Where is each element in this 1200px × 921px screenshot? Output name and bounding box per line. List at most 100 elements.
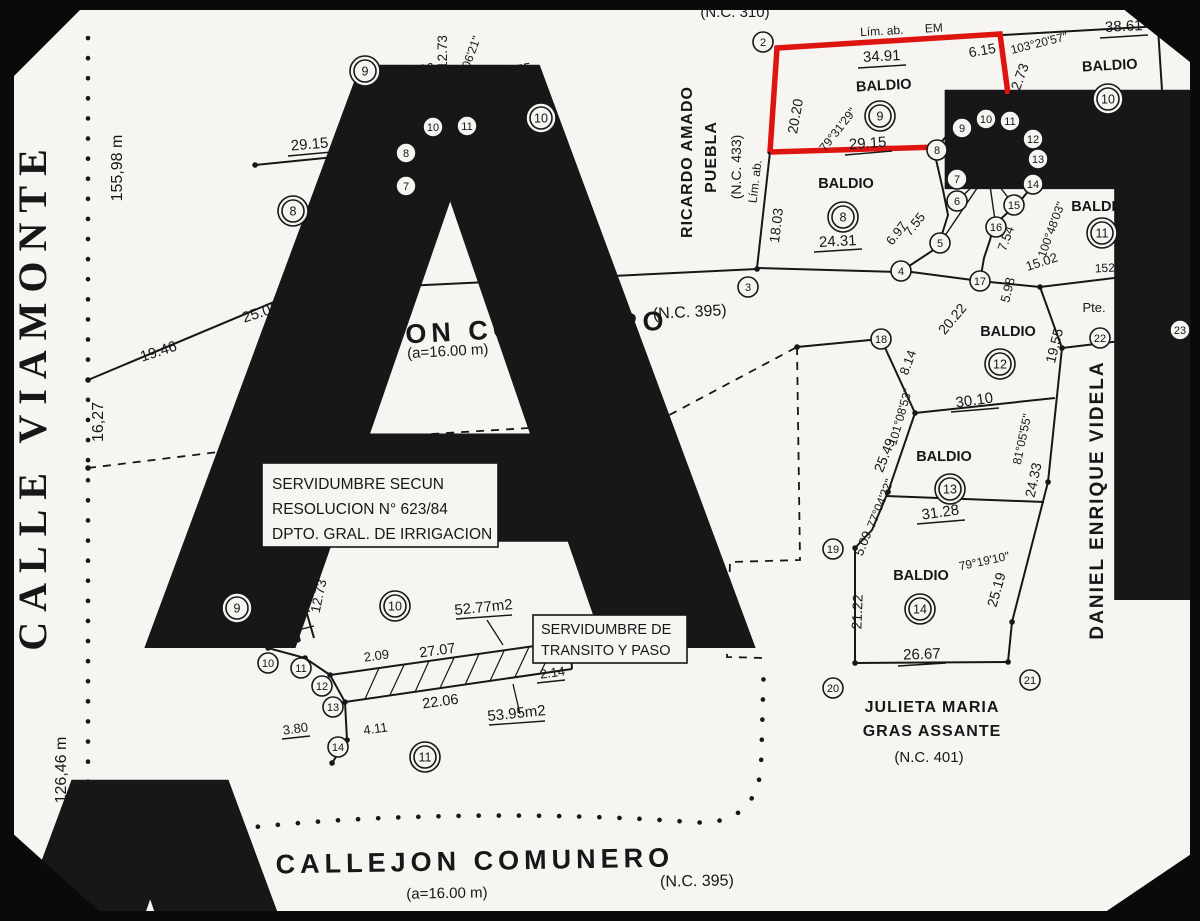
- marker-number: 9: [234, 602, 241, 616]
- owner-daniel-nc: (N.C. 339): [1126, 470, 1143, 539]
- marker-circle: [988, 352, 1012, 376]
- marker-number: 10: [1101, 93, 1115, 107]
- dim-38-61: 38.61: [1105, 17, 1143, 36]
- street-viamonte: CALLE VIAMONTE: [10, 139, 55, 651]
- block-marker-12: 12: [984, 348, 1016, 380]
- marker-circle: [890, 260, 912, 282]
- baldio-14: BALDIO: [893, 568, 949, 584]
- dim-2-09: 2.09: [363, 646, 390, 664]
- vertex-marker-11: 11: [456, 115, 478, 137]
- marker-number: 2: [760, 37, 766, 49]
- street-callejon-bottom: CALLEJON COMUNERO: [275, 843, 674, 880]
- marker-circle: [383, 594, 407, 618]
- marker-circle: [281, 199, 305, 223]
- border-right: [1190, 0, 1200, 921]
- marker-number: 10: [427, 122, 439, 134]
- marker-circle: [1096, 87, 1120, 111]
- dim-29-15-b: 29.15: [848, 134, 887, 154]
- block-marker-9: 9: [349, 55, 381, 87]
- label-lim-ab-west: Lím. ab.: [745, 159, 764, 204]
- marker-number: 12: [1027, 134, 1039, 146]
- vertex-marker-2: 2: [752, 31, 774, 53]
- marker-circle: [831, 205, 855, 229]
- highlighted-parcel: [767, 31, 1011, 155]
- marker-circle: [327, 736, 349, 758]
- dim-126-46: 126,46 m: [53, 737, 70, 804]
- vertex-marker-12: 12: [1022, 128, 1044, 150]
- label-pte-2: Pte.: [1082, 300, 1105, 315]
- marker-circle: [353, 59, 377, 83]
- vertex-marker-9: 9: [951, 117, 973, 139]
- vertex-marker-10: 10: [257, 652, 279, 674]
- dim-32-85: 32.85: [1157, 188, 1177, 227]
- dim-22-06: 22.06: [421, 692, 459, 713]
- marker-number: 11: [461, 121, 472, 133]
- marker-number: 12: [993, 358, 1007, 372]
- marker-number: 10: [262, 658, 274, 670]
- angle-152-27: 152°27'08": [1094, 258, 1153, 275]
- marker-number: 12: [316, 681, 328, 693]
- east-dashed-boundary: [726, 346, 801, 659]
- vertex-marker-15: 15: [1003, 194, 1025, 216]
- marker-number: 7: [403, 181, 409, 193]
- marker-number: 9: [877, 110, 884, 124]
- marker-number: 8: [840, 211, 847, 225]
- marker-number: 19: [827, 544, 839, 556]
- dim-155-98: 155,98 m: [109, 135, 126, 202]
- marker-circle: [938, 477, 962, 501]
- vertex-marker-14: 14: [1022, 173, 1044, 195]
- dim-2-55: 2.55: [504, 60, 532, 79]
- marker-number: 21: [1024, 675, 1036, 687]
- marker-circle: [868, 104, 892, 128]
- culdesac-approach: [756, 154, 950, 274]
- vertex-marker-13: 13: [322, 696, 344, 718]
- vertex-marker-7: 7: [946, 168, 968, 190]
- dim-26-67: 26.67: [903, 645, 941, 663]
- marker-circle: [908, 597, 932, 621]
- marker-number: 11: [295, 663, 306, 675]
- street-callejon-top-nc: (N.C. 395): [652, 302, 727, 323]
- area-52-77: 52.77m2: [454, 596, 514, 619]
- vertex-marker-4: 4: [890, 260, 912, 282]
- vertex-marker-19: 19: [822, 538, 844, 560]
- transit-note-line1: SERVIDUMBRE DE: [541, 622, 672, 638]
- marker-number: 8: [403, 148, 409, 160]
- street-callejon-top-width: (a=16.00 m): [407, 341, 489, 362]
- highlighted-parcel-outline: [767, 31, 1011, 155]
- marker-circle: [290, 657, 312, 679]
- marker-circle: [225, 596, 249, 620]
- dotted-lines: [85, 35, 767, 908]
- marker-number: 13: [1032, 154, 1044, 166]
- vertex-marker-10: 10: [422, 116, 444, 138]
- marker-circle: [946, 168, 968, 190]
- dim-15-10: 15.10: [1121, 273, 1157, 291]
- corner-bottom-left: [0, 822, 110, 921]
- dim-18-03: 18.03: [766, 207, 786, 244]
- block-marker-14: 14: [904, 593, 936, 625]
- lots-west-zigzag: [796, 337, 1009, 665]
- vertex-marker-6: 6: [946, 190, 968, 212]
- owner-ricardo-line1: RICARDO AMADO: [679, 86, 696, 238]
- irrigation-note-line1: SERVIDUMBRE SECUN: [272, 476, 444, 493]
- marker-circle: [951, 117, 973, 139]
- watermark-letter-a2: A: [0, 641, 426, 921]
- owner-julieta-line1: JULIETA MARIA: [865, 699, 1000, 716]
- baldio-11: BALDIO: [1071, 199, 1127, 215]
- marker-number: 22: [1094, 333, 1106, 345]
- marker-circle: [1090, 221, 1114, 245]
- marker-circle: [985, 216, 1007, 238]
- border-left: [0, 0, 14, 921]
- dim-29-15-a: 29.15: [290, 134, 329, 154]
- dim-12-73-b: 12.73: [308, 578, 330, 614]
- label-em: EM: [924, 21, 943, 36]
- marker-circle: [946, 190, 968, 212]
- marker-circle: [413, 745, 437, 769]
- dim-25-70: 25.70: [1103, 115, 1141, 134]
- vertex-marker-22: 22: [1089, 327, 1111, 349]
- marker-circle: [529, 106, 553, 130]
- vertex-marker-11: 11: [290, 657, 312, 679]
- baldio-13: BALDIO: [916, 449, 972, 465]
- marker-number: 9: [959, 123, 965, 135]
- vertex-marker-7: 7: [395, 175, 417, 197]
